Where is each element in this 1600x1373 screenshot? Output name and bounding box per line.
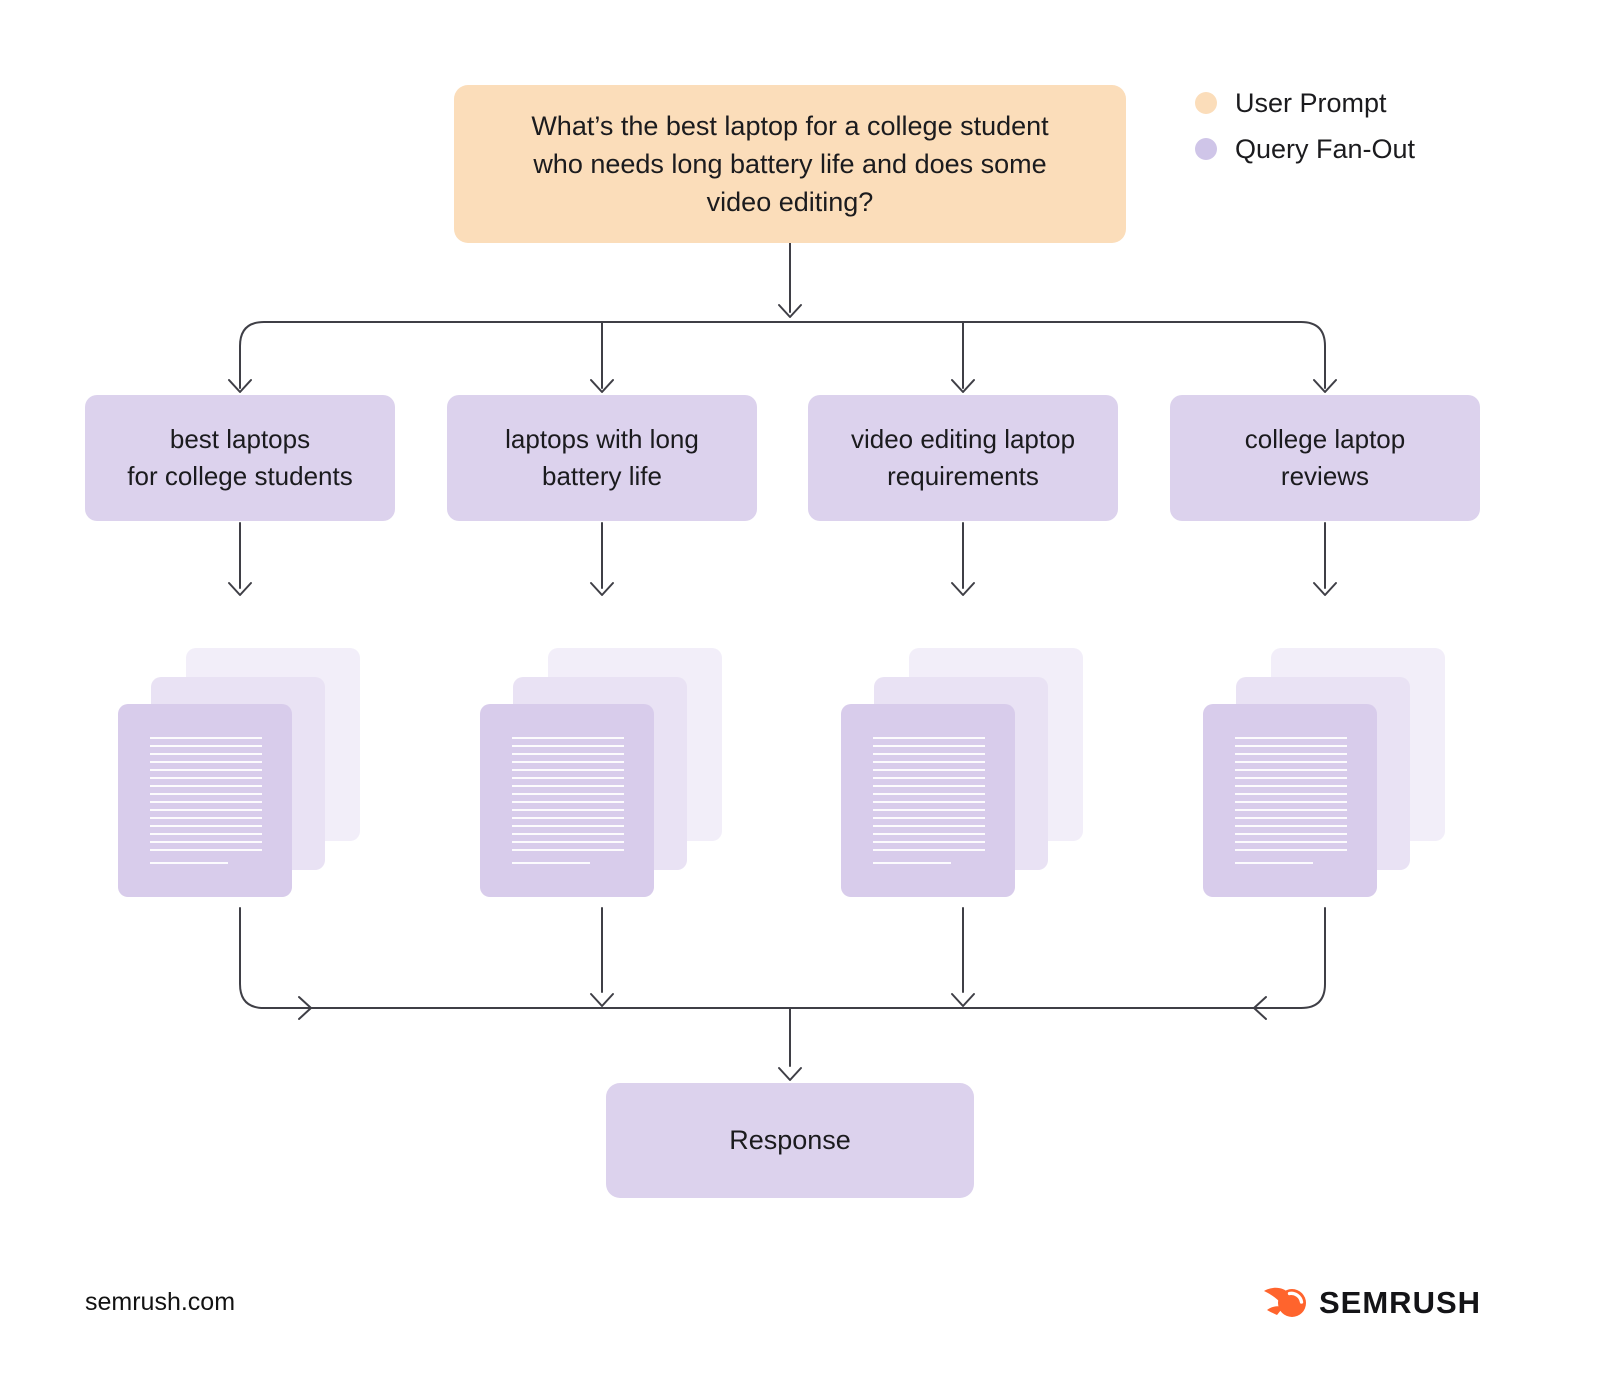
legend-label: Query Fan-Out (1235, 134, 1416, 164)
legend: User Prompt Query Fan-Out (1195, 88, 1415, 164)
document-text-lines (150, 737, 262, 856)
semrush-logo: SEMRUSH (1262, 1282, 1481, 1324)
document-stack (118, 648, 360, 897)
legend-item-query-fan-out: Query Fan-Out (1195, 134, 1415, 164)
response-box: Response (606, 1083, 974, 1198)
query-fan-out-legend-dot-icon (1195, 138, 1217, 160)
document-text-last-line (1235, 862, 1313, 864)
user-prompt-legend-dot-icon (1195, 92, 1217, 114)
query-box-best-laptops: best laptops for college students (85, 395, 395, 521)
document-text-lines (512, 737, 624, 856)
document-page-front-icon (480, 704, 654, 897)
connector-prompt-to-queries (228, 242, 1337, 393)
document-text-lines (1235, 737, 1347, 856)
document-text-lines (873, 737, 985, 856)
user-prompt-box: What’s the best laptop for a college stu… (454, 85, 1126, 243)
site-url: semrush.com (85, 1288, 236, 1316)
legend-item-user-prompt: User Prompt (1195, 88, 1415, 118)
document-stack (841, 648, 1083, 897)
document-page-front-icon (841, 704, 1015, 897)
document-text-last-line (150, 862, 228, 864)
document-stack (480, 648, 722, 897)
connector-queries-to-documents (228, 522, 1337, 596)
document-text-last-line (873, 862, 951, 864)
document-page-front-icon (1203, 704, 1377, 897)
document-stack (1203, 648, 1445, 897)
query-box-long-battery: laptops with long battery life (447, 395, 757, 521)
semrush-flame-icon (1264, 1287, 1306, 1317)
document-page-front-icon (118, 704, 292, 897)
legend-label: User Prompt (1235, 88, 1387, 118)
query-box-college-reviews: college laptop reviews (1170, 395, 1480, 521)
semrush-logo-text: SEMRUSH (1319, 1285, 1482, 1320)
connector-documents-to-response (239, 907, 1326, 1081)
document-text-last-line (512, 862, 590, 864)
query-box-video-editing: video editing laptop requirements (808, 395, 1118, 521)
